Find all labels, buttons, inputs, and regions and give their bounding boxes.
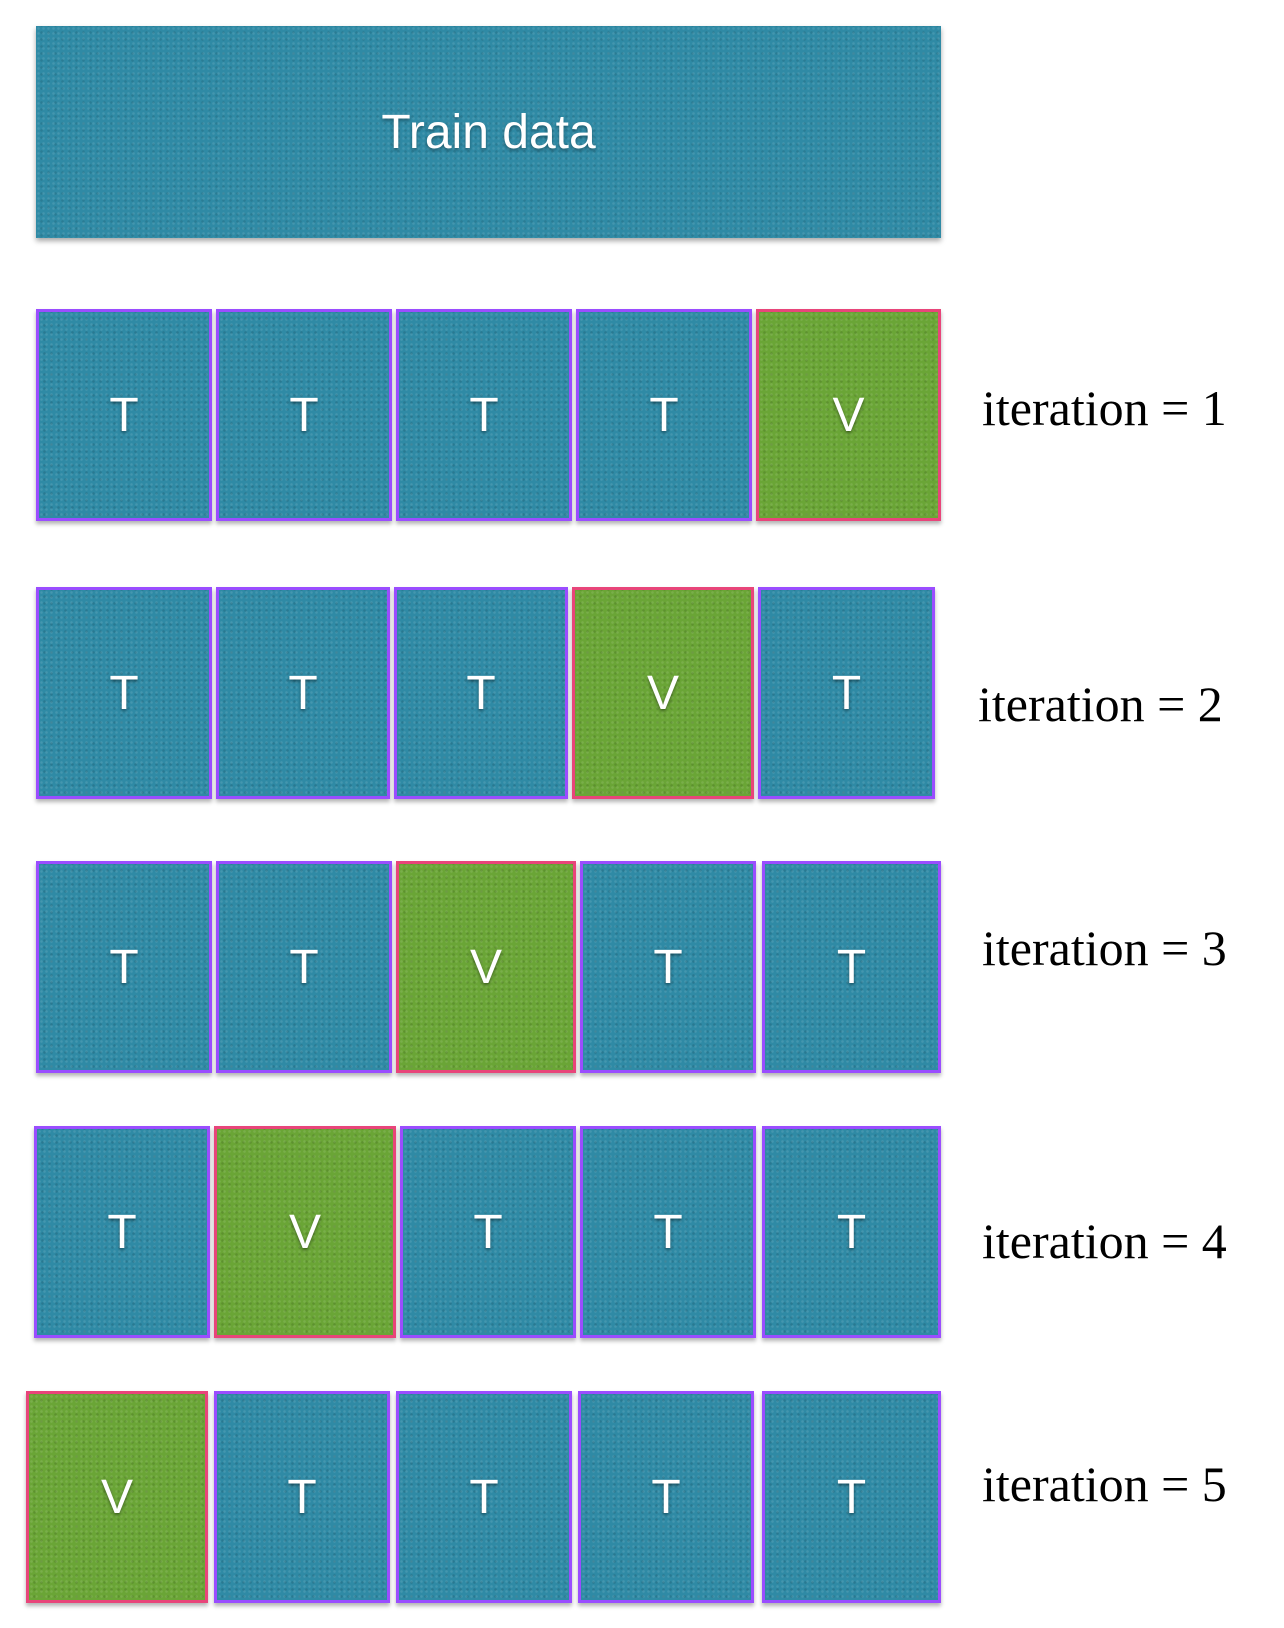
fold-4: T xyxy=(580,1126,756,1338)
iteration-row-4: T V T T T iteration = 4 xyxy=(0,1126,1284,1338)
fold-5: V xyxy=(756,309,941,521)
fold-label: T xyxy=(649,388,679,442)
fold-3: T xyxy=(400,1126,576,1338)
fold-label: T xyxy=(109,666,139,720)
fold-label: V xyxy=(100,1470,133,1524)
fold-label: T xyxy=(466,666,496,720)
iteration-label: iteration = 3 xyxy=(982,920,1227,976)
iteration-row-5: V T T T T iteration = 5 xyxy=(0,1391,1284,1603)
fold-label: T xyxy=(287,1470,317,1524)
fold-label: V xyxy=(469,940,502,994)
fold-1: V xyxy=(26,1391,208,1603)
fold-label: T xyxy=(836,940,867,994)
fold-5: T xyxy=(762,1391,941,1603)
iteration-label: iteration = 1 xyxy=(982,380,1227,436)
fold-3: T xyxy=(396,309,572,521)
fold-label: T xyxy=(109,940,139,994)
fold-label: T xyxy=(836,1470,867,1524)
fold-4: T xyxy=(580,861,756,1073)
fold-1: T xyxy=(34,1126,210,1338)
iteration-row-3: T T V T T iteration = 3 xyxy=(0,861,1284,1073)
fold-2: T xyxy=(214,1391,390,1603)
fold-5: T xyxy=(762,861,941,1073)
fold-2: T xyxy=(216,587,390,799)
fold-label: T xyxy=(836,1205,867,1259)
fold-label: T xyxy=(473,1205,503,1259)
fold-label: T xyxy=(288,666,318,720)
fold-1: T xyxy=(36,309,212,521)
iteration-label: iteration = 4 xyxy=(982,1213,1227,1269)
fold-label: T xyxy=(651,1470,681,1524)
fold-label: V xyxy=(288,1205,321,1259)
fold-4: T xyxy=(578,1391,754,1603)
iteration-label: iteration = 5 xyxy=(982,1456,1227,1512)
fold-4: V xyxy=(572,587,754,799)
fold-label: T xyxy=(289,388,319,442)
fold-label: T xyxy=(653,940,683,994)
fold-2: V xyxy=(214,1126,396,1338)
train-data-label: Train data xyxy=(381,105,596,159)
train-data-block: Train data xyxy=(36,26,941,238)
fold-1: T xyxy=(36,861,212,1073)
fold-label: T xyxy=(109,388,139,442)
fold-label: T xyxy=(469,1470,499,1524)
iteration-row-2: T T T V T iteration = 2 xyxy=(0,587,1284,799)
fold-label: T xyxy=(107,1205,137,1259)
iteration-row-1: T T T T V iteration = 1 xyxy=(0,309,1284,521)
fold-label: V xyxy=(646,666,679,720)
fold-3: T xyxy=(396,1391,572,1603)
fold-1: T xyxy=(36,587,212,799)
fold-2: T xyxy=(216,861,392,1073)
fold-label: V xyxy=(832,388,865,442)
iteration-label: iteration = 2 xyxy=(978,676,1223,732)
fold-label: T xyxy=(831,666,862,720)
fold-label: T xyxy=(469,388,499,442)
fold-3: V xyxy=(396,861,576,1073)
fold-2: T xyxy=(216,309,392,521)
fold-4: T xyxy=(576,309,752,521)
fold-label: T xyxy=(289,940,319,994)
fold-5: T xyxy=(762,1126,941,1338)
fold-5: T xyxy=(758,587,935,799)
fold-3: T xyxy=(394,587,568,799)
fold-label: T xyxy=(653,1205,683,1259)
